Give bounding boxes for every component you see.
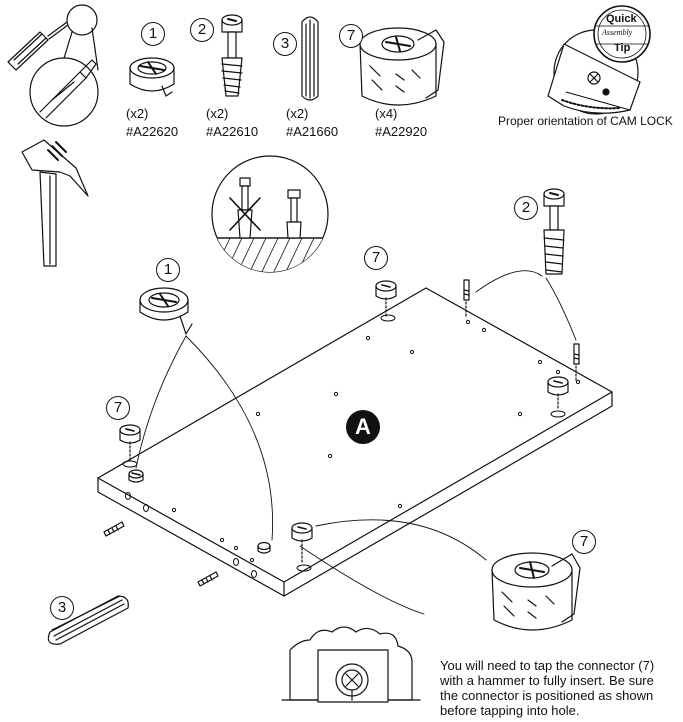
- part-cam-lock-icon: [129, 57, 175, 97]
- quick-tip-line3: Tip: [614, 42, 631, 54]
- part-1-code: #A22620: [126, 124, 179, 139]
- hammer-icon: [21, 139, 89, 267]
- instruction-note: You will need to tap the connector (7) w…: [440, 658, 655, 718]
- cam-bolt-large-icon: [543, 188, 565, 275]
- screwdriver-icon: [7, 4, 99, 127]
- part-connector-icon: [359, 27, 445, 106]
- dowel-large-icon: [47, 595, 129, 645]
- detail-orientation-circle: [211, 155, 329, 273]
- part-cam-bolt-icon: [221, 14, 243, 97]
- callout-connector-left: 7: [106, 396, 130, 420]
- leader-lines: [135, 270, 577, 615]
- quick-tip-stamp: [593, 5, 651, 63]
- callout-cam-lock: 1: [156, 258, 180, 282]
- part-3-qty: (x2): [286, 106, 309, 121]
- callout-connector-top: 7: [364, 246, 388, 270]
- callout-part-3: 3: [273, 32, 297, 56]
- quick-tip-caption: Proper orientation of CAM LOCK: [498, 114, 673, 128]
- bottom-detail-graphic: [281, 626, 421, 703]
- cam-lock-large-icon: [139, 287, 193, 335]
- cam-bolt-in-panel: [463, 279, 580, 381]
- part-3-code: #A21660: [286, 124, 339, 139]
- quick-tip-line2: Assembly: [602, 28, 633, 37]
- part-2-code: #A22610: [206, 124, 259, 139]
- callout-part-1: 1: [141, 22, 165, 46]
- callout-cam-bolt: 2: [514, 196, 538, 220]
- part-1-qty: (x2): [126, 106, 149, 121]
- part-dowel-icon: [301, 16, 319, 101]
- callout-connector-right: 7: [572, 530, 596, 554]
- part-7-code: #A22920: [375, 124, 428, 139]
- part-7-qty: (x4): [375, 106, 398, 121]
- cam-lock-in-panel: [128, 469, 271, 554]
- callout-dowel: 3: [50, 596, 74, 620]
- dowel-in-panel: [103, 521, 219, 587]
- callout-part-2: 2: [190, 18, 214, 42]
- panel-holes: [122, 314, 581, 572]
- panel-a-label: A: [346, 410, 380, 444]
- connector-in-panel-1: [375, 280, 397, 317]
- callout-part-7: 7: [339, 24, 363, 48]
- quick-tip-line1: Quick: [606, 13, 637, 25]
- part-2-qty: (x2): [206, 106, 229, 121]
- connector-in-panel-2: [547, 376, 569, 411]
- connector-large-icon: [491, 552, 581, 631]
- connector-in-panel-3: [119, 424, 141, 461]
- connector-in-panel-4: [291, 522, 313, 565]
